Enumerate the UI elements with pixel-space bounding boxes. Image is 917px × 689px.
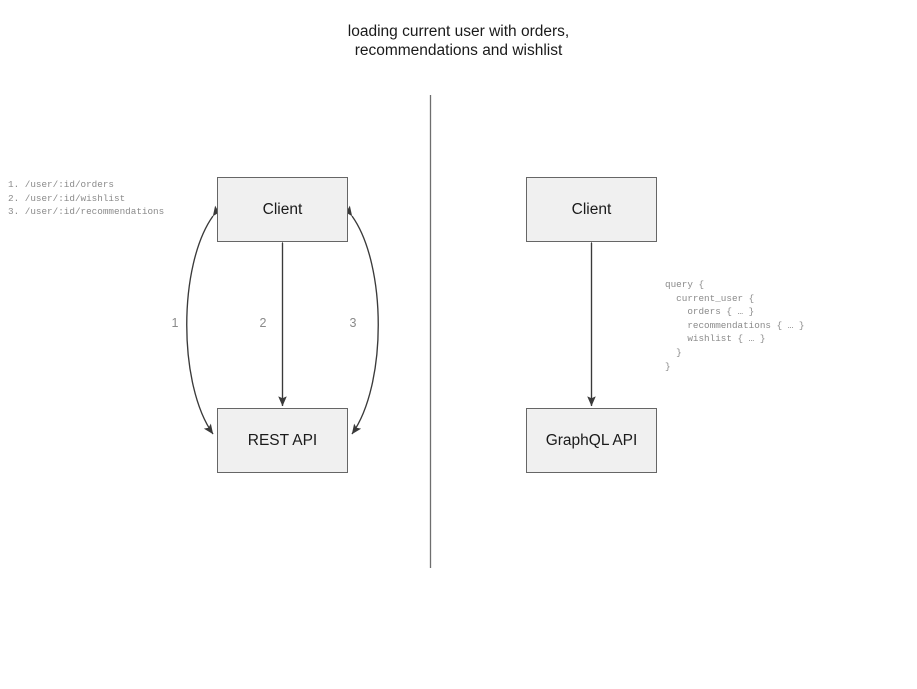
arrow-rest-request-1 [186,205,223,435]
edge-label-2: 2 [259,316,267,330]
graphql-query-snippet: query { current_user { orders { … } reco… [665,279,805,372]
node-graphql-api[interactable]: GraphQL API [526,408,657,473]
edge-label-3: 3 [349,316,357,330]
node-rest-api[interactable]: REST API [217,408,348,473]
node-client-rest[interactable]: Client [217,177,348,242]
edge-label-1: 1 [171,316,179,330]
rest-endpoint-list: 1. /user/:id/orders 2. /user/:id/wishlis… [8,179,165,218]
page-title: loading current user with orders, recomm… [347,23,570,59]
node-client-graphql[interactable]: Client [526,177,657,242]
